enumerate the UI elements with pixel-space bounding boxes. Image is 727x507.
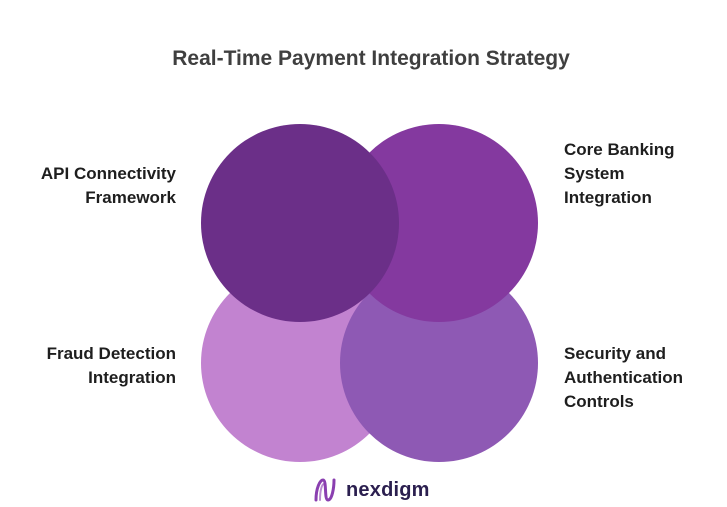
nexdigm-logo: nexdigm [312,476,430,504]
label-line: Framework [85,188,176,207]
label-line: Controls [564,392,634,411]
label-api-connectivity: API Connectivity Framework [20,162,176,210]
label-line: Authentication [564,368,683,387]
label-line: Integration [88,368,176,387]
circle-security-authentication [340,264,538,462]
label-line: Security and [564,344,667,363]
label-line: Fraud Detection [46,344,176,363]
page-title: Real-Time Payment Integration Strategy [172,47,570,70]
label-core-banking: Core Banking System Integration [564,138,714,210]
label-line: System [564,164,625,183]
label-line: Core Banking [564,140,675,159]
label-line: API Connectivity [40,164,176,183]
circle-api-connectivity [201,124,399,322]
circle-fraud-detection [201,264,399,462]
nexdigm-wave-icon [314,478,336,502]
circle-core-banking [340,124,538,322]
label-line: Integration [564,188,652,207]
label-fraud-detection: Fraud Detection Integration [20,342,176,390]
logo-text: nexdigm [346,478,430,501]
label-security-authentication: Security and Authentication Controls [564,342,714,414]
